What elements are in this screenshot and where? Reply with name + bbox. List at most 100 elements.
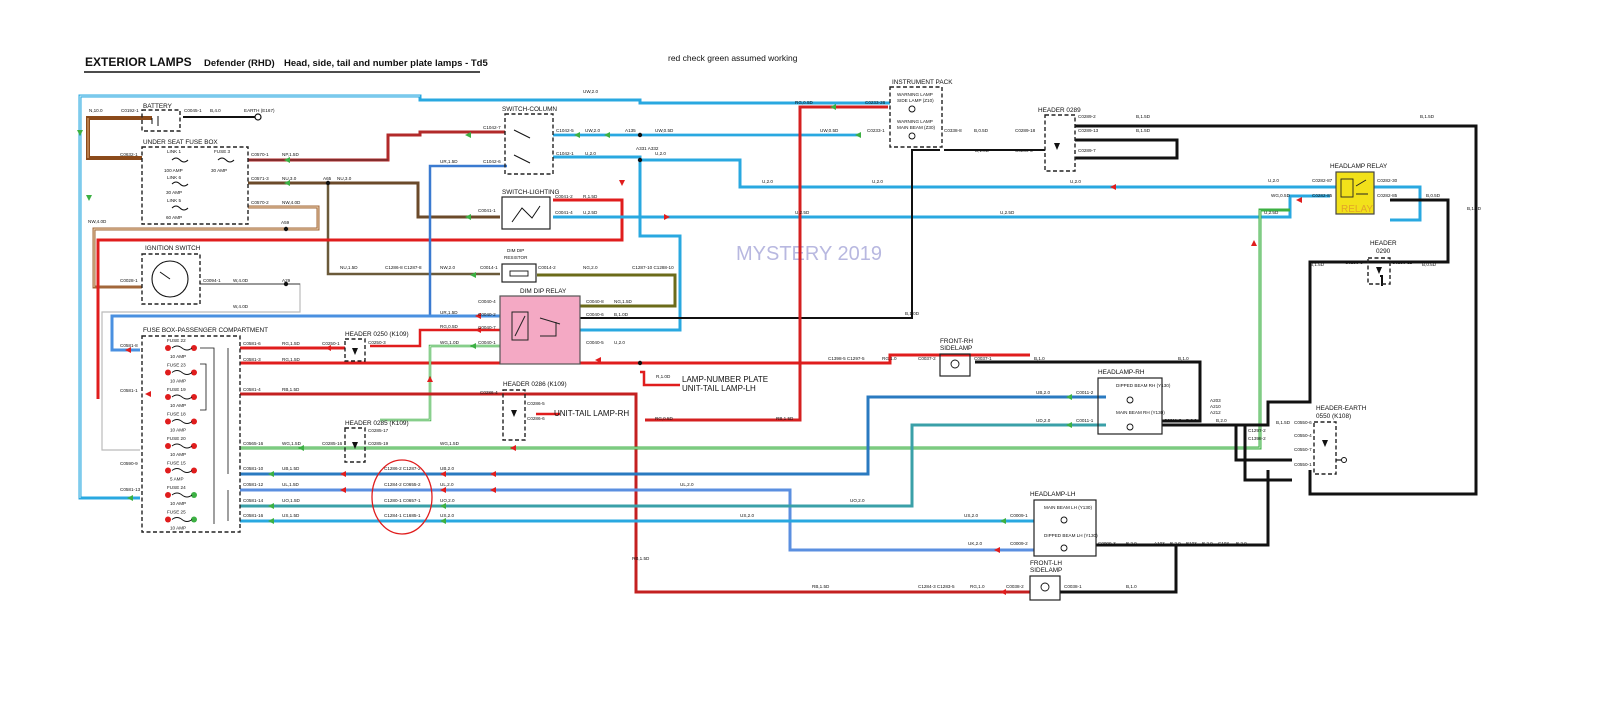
link6-label: LINK 6 xyxy=(167,175,181,180)
arrow-green xyxy=(298,445,304,451)
relay-coil-icon xyxy=(1340,178,1354,198)
header-0286-label: HEADER 0286 (K109) xyxy=(503,381,567,388)
main-beam-label: MAIN BEAM RH (Y130) xyxy=(1116,410,1165,415)
header-earth-label: HEADER-EARTH xyxy=(1316,405,1367,412)
wire-label: W,4.0D xyxy=(233,278,249,283)
front-rh-sidelamp-label-line2: SIDELAMP xyxy=(940,345,972,352)
wire-label: B,1.5D xyxy=(1276,420,1291,425)
wire-label: C0040-1 xyxy=(478,340,496,345)
link6-rating: 30 AMP xyxy=(166,190,182,195)
headlamp-rh: HEADLAMP-RH DIPPED BEAM RH (Y130) MAIN B… xyxy=(1036,369,1266,441)
header-arrow-icon xyxy=(1376,267,1382,274)
switch-lighting-frame xyxy=(501,196,551,230)
arrow-green xyxy=(77,130,83,136)
fuse-terminal-icon xyxy=(191,345,197,351)
annotation-note: red check green assumed working xyxy=(668,53,798,63)
current-arrows xyxy=(77,104,1302,595)
splice-a331-icon xyxy=(637,157,643,163)
wire-label: C0038-2 xyxy=(1006,584,1024,589)
link1-rating: 100 AMP xyxy=(164,168,183,173)
wire-label: C0590-9 xyxy=(120,461,138,466)
wire-label: UO,2.0 xyxy=(850,498,865,503)
wire-label: W,4.0D xyxy=(233,304,249,309)
header-0290: HEADER 0290 B,1.5D C0290-6 C0290-12 B,0.… xyxy=(1310,206,1482,285)
wire-label: WG,1.5D xyxy=(440,441,460,446)
relay-coil-icon xyxy=(511,311,529,341)
wire-label: C0037-2 xyxy=(918,356,936,361)
dipped-beam-label: DIPPED BEAM RH (Y130) xyxy=(1116,383,1171,388)
wire-label: U,2.0 xyxy=(762,179,773,184)
headlamp-lh: HEADLAMP-LH MAIN BEAM LH (Y130) DIPPED B… xyxy=(968,491,1247,557)
wire-label: UW,2.0 xyxy=(585,128,601,133)
wire-label: RB,1.5D xyxy=(282,387,300,392)
fuse-box-passenger: FUSE BOX-PASSENGER COMPARTMENT FUSE 2210… xyxy=(120,327,302,533)
wire-label: B,2.0 xyxy=(1170,541,1181,546)
fuse-terminal-icon xyxy=(191,418,197,425)
wire-label: C0285-19 xyxy=(368,441,389,446)
wire-label: N,10.0 xyxy=(89,108,103,113)
header-0289-frame xyxy=(1044,114,1076,172)
wire-label: C0290-12 xyxy=(1392,260,1413,265)
wire-nw-stripe xyxy=(93,206,319,287)
lamp-number-plate-label: LAMP-NUMBER PLATE xyxy=(682,375,768,384)
splice-label: A29 xyxy=(282,278,291,283)
fuse-rating: 10 AMP xyxy=(170,428,186,433)
wire-label: C1398-5 C1297-5 xyxy=(828,356,865,361)
header-earth-0550: HEADER-EARTH 0550 (K108) B,1.5D C0550-6 … xyxy=(1276,405,1367,475)
warning-lamp-side-label: WARNING LAMP xyxy=(897,92,933,97)
wire-b-earth-a203 xyxy=(1162,423,1292,482)
fuse-terminal-icon xyxy=(165,369,171,376)
wire-w-ignition xyxy=(101,283,301,451)
arrow-green xyxy=(855,132,861,138)
fuse-terminal-icon xyxy=(191,443,197,449)
wire-label: C0282-85 xyxy=(1377,193,1398,198)
header-0290-label-line2: 0290 xyxy=(1376,248,1391,255)
splice-label: A59 xyxy=(281,220,290,225)
unit-tail-lamp-rh-label: UNIT-TAIL LAMP-RH xyxy=(554,409,629,418)
wire-label: C0550-4 xyxy=(1294,433,1312,438)
wire-label: B,1.5D xyxy=(1136,114,1151,119)
arrow-red xyxy=(340,471,346,477)
switch-lighting-label: SWITCH-LIGHTING xyxy=(502,189,560,196)
arrow-red xyxy=(125,347,131,353)
lamp-number-plate: LAMP-NUMBER PLATE UNIT-TAIL LAMP-LH R,1.… xyxy=(637,360,768,393)
arrow-red xyxy=(619,180,625,186)
arrow-red xyxy=(145,391,151,397)
fuse-terminal-icon xyxy=(191,492,197,498)
wire-label: C1287-10 C1288-10 xyxy=(632,265,674,270)
arrow-green xyxy=(440,503,446,509)
wire-label: C0040-2 xyxy=(478,312,496,317)
wire-label: NW,2.0 xyxy=(440,265,456,270)
ignition-switch-frame xyxy=(141,253,201,305)
splice-label: C103 xyxy=(1218,541,1229,546)
wire-b-header-0289 xyxy=(1075,138,1179,160)
fuse-terminal-icon xyxy=(191,516,197,523)
wire-label: C0550-1 xyxy=(1294,462,1312,467)
switch-column-frame xyxy=(504,113,554,175)
wire-label: UW,0.5D xyxy=(820,128,839,133)
wire-label: B,0.5D xyxy=(1426,193,1441,198)
wire-label: B,4.0 xyxy=(210,108,221,113)
bulb-icon xyxy=(1126,396,1134,404)
fuse-rating: 10 AMP xyxy=(170,526,186,531)
diagram-title: EXTERIOR LAMPS xyxy=(85,55,192,69)
wire-label: C0285-16 xyxy=(322,441,343,446)
arrow-green xyxy=(604,132,610,138)
wire-label: B,1.0D xyxy=(614,312,629,317)
wire-label: UO,1.5D xyxy=(282,498,301,503)
wire-label: RG,0.5D xyxy=(440,324,459,329)
arrow-red xyxy=(510,445,516,451)
wire-label: C0289-3 xyxy=(1015,148,1033,153)
wire-label: UR,1.5D xyxy=(440,159,458,164)
fuse-box-internal-wiring xyxy=(200,347,215,524)
wire-label: C0040-8 xyxy=(586,299,604,304)
splice-label: A210 xyxy=(1210,404,1221,409)
wire-label: C0011-2 xyxy=(1076,390,1094,395)
dim-dip-resistor: DIM DIP RESISTOR C0014-1 C0014-2 NG,2.0 … xyxy=(340,248,674,283)
relay-contact-icon xyxy=(539,317,561,337)
wire-label: C0581-1 xyxy=(120,388,138,393)
watermark-text: MYSTERY 2019 xyxy=(736,243,882,265)
splice-a29-icon xyxy=(283,281,289,287)
fuse-name: FUSE 23 xyxy=(167,363,186,368)
wire-label: U,2.0 xyxy=(1268,178,1279,183)
